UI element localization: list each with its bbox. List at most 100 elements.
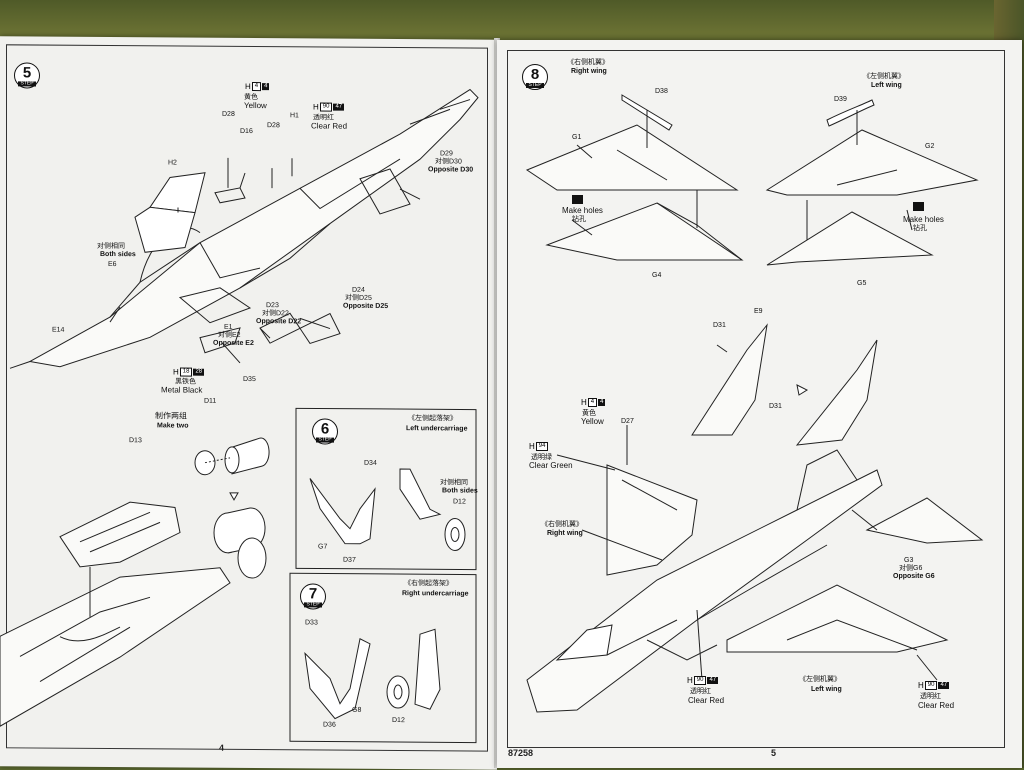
part-label: D23 [266, 302, 279, 310]
step6-label: STEP [316, 436, 334, 443]
paint-prefix: H [581, 398, 587, 407]
left-wing-label-en: Left wing [811, 686, 842, 693]
right-wing-label-en: Right wing [547, 530, 583, 537]
page-number: 4 [219, 742, 225, 753]
part-label: Opposite D25 [343, 302, 389, 310]
paint-en: Yellow [244, 100, 267, 111]
part-label: Opposite D30 [428, 166, 474, 174]
paint-code-alt: 4 [262, 83, 270, 91]
part-label: Opposite D22 [256, 318, 302, 326]
part-label: 对侧G6 [899, 565, 923, 572]
part-label: H2 [168, 159, 177, 167]
left-wing-title-cn: 《左侧机翼》 [863, 73, 905, 80]
paint-code: 90 [319, 102, 333, 112]
part-label: D36 [323, 721, 336, 729]
paint-prefix: H [687, 676, 693, 685]
paint-en: Yellow [581, 417, 604, 426]
paint-code-alt: 28 [193, 368, 205, 376]
part-label: G1 [572, 134, 582, 141]
paint-code: 94 [535, 442, 549, 451]
part-label: D33 [305, 619, 318, 627]
paint-cn: 透明红 [690, 688, 711, 695]
part-label: D13 [129, 437, 142, 445]
paint-callout-clear-red: H 90 47 [687, 676, 719, 685]
part-label: D34 [364, 459, 377, 467]
step6-badge: 6 STEP [312, 418, 338, 445]
make-holes-cn: 钻孔 [572, 216, 586, 223]
part-note: 对侧相同 [97, 242, 125, 251]
paint-prefix: H [245, 81, 251, 92]
part-label: 对侧D22 [262, 310, 289, 318]
part-label: G5 [857, 280, 867, 287]
part-note: 对侧相同 [440, 479, 468, 487]
paint-code-alt: 47 [333, 103, 345, 111]
part-label: D28 [222, 110, 235, 118]
page-frame [507, 50, 1005, 748]
paint-code-alt: 47 [707, 677, 719, 684]
step5-badge: 5 STEP [14, 62, 40, 89]
part-label: Opposite E2 [213, 339, 254, 348]
left-wing-label-cn: 《左侧机翼》 [799, 676, 841, 683]
part-label: D16 [240, 127, 253, 136]
part-note: Make two [157, 422, 189, 430]
paint-prefix: H [313, 102, 319, 112]
part-label: D12 [392, 717, 405, 725]
paint-en: Clear Red [918, 701, 955, 710]
paint-callout-clear-red: H 90 47 [313, 102, 345, 112]
step7-badge: 7 STEP [300, 583, 326, 610]
step8-label: STEP [526, 83, 544, 88]
paint-callout-yellow: H 4 4 [245, 81, 270, 92]
kit-number: 87258 [508, 748, 534, 758]
part-label: 对侧E2 [218, 331, 241, 339]
part-label: H1 [290, 112, 299, 120]
paint-code: 90 [693, 676, 707, 685]
paint-prefix: H [529, 442, 535, 451]
paint-callout-metal-black: H 18 28 [173, 367, 205, 377]
part-label: D29 [440, 150, 453, 158]
part-note: Both sides [100, 250, 136, 259]
part-label: G3 [904, 557, 914, 564]
paint-code-alt: 47 [938, 682, 950, 689]
part-label: G8 [352, 706, 362, 714]
part-label: E1 [224, 323, 233, 331]
instruction-page-right: 8 STEP 《右侧机翼》 Right wing 《左侧机翼》 Left win… [497, 40, 1022, 768]
instruction-page-left: 5 STEP H 4 4 黄色 Yellow H 90 47 透明红 Clear… [0, 36, 497, 770]
paint-en: Metal Black [161, 385, 203, 395]
paint-code: 4 [251, 82, 262, 92]
part-label: 对侧D25 [345, 294, 372, 302]
right-wing-title-cn: 《右侧机翼》 [567, 59, 609, 66]
step7-title-cn: 《右侧起落架》 [404, 580, 453, 588]
step8-drawing [525, 94, 984, 713]
part-label: Opposite G6 [893, 573, 935, 580]
part-label: E9 [754, 308, 763, 315]
part-label: D24 [352, 286, 365, 294]
part-label: E6 [108, 261, 117, 269]
paint-cn: 透明绿 [531, 454, 552, 461]
paint-prefix: H [918, 681, 924, 690]
paint-code: 18 [179, 367, 193, 377]
part-label: D35 [243, 375, 256, 384]
step7-title-en: Right undercarriage [402, 590, 469, 598]
part-label: G4 [652, 272, 662, 279]
step5-fuselage-drawing [0, 88, 479, 744]
part-label: D12 [453, 498, 466, 506]
step6-title-en: Left undercarriage [406, 425, 468, 433]
paint-callout-clear-green: H 94 [529, 442, 565, 451]
step6-title-cn: 《左侧起落架》 [408, 415, 457, 423]
part-note: Both sides [442, 487, 478, 495]
part-label: G2 [925, 143, 935, 150]
step8-badge: 8 STEP [522, 64, 548, 90]
paint-en: Clear Red [311, 121, 348, 131]
paint-en: Clear Red [688, 696, 725, 705]
part-label: 对侧D30 [435, 158, 462, 166]
right-wing-label-cn: 《右侧机翼》 [541, 521, 583, 528]
make-holes-en: Make holes [903, 215, 944, 224]
paint-code: 4 [587, 398, 598, 407]
paint-callout-clear-red: H 90 47 [918, 681, 950, 690]
left-wing-title-en: Left wing [871, 82, 902, 89]
part-label: D31 [713, 322, 726, 329]
part-label: D28 [267, 122, 280, 130]
make-holes-en: Make holes [562, 206, 603, 215]
part-label: D31 [769, 403, 782, 410]
paint-en: Clear Green [529, 461, 573, 470]
